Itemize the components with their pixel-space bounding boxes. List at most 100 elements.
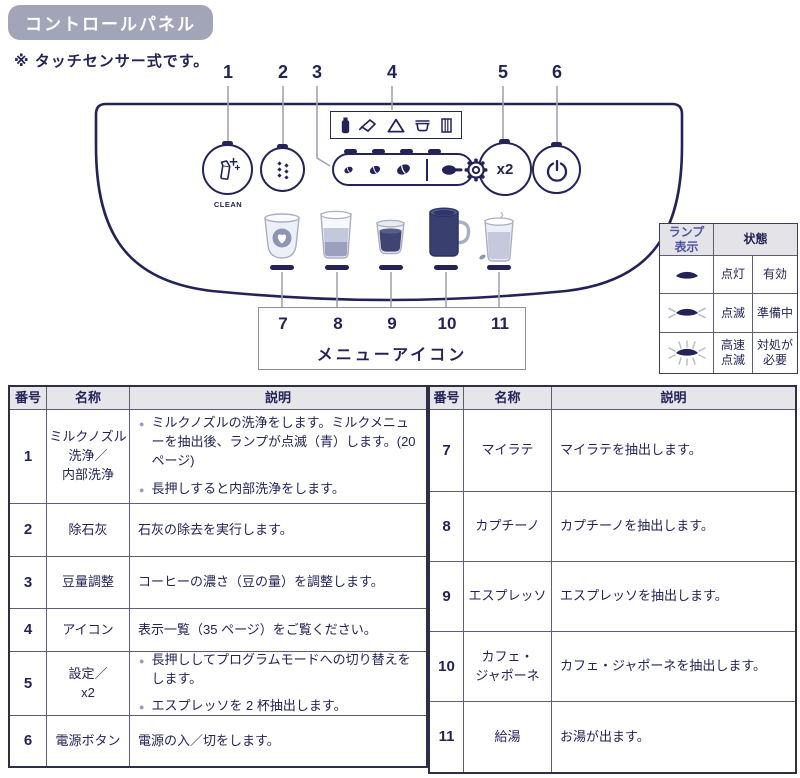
column-header: 番号 <box>430 387 464 410</box>
button1-lamp <box>222 141 233 146</box>
lamp-meaning-blink: 準備中 <box>753 294 797 333</box>
row-description-cell: 電源の入／切をします。 <box>130 716 426 766</box>
button5-lamp <box>499 139 510 144</box>
bean-level-lamp-2 <box>372 149 385 154</box>
cappuccino-cup-icon <box>320 210 352 259</box>
lamp-state-blink: 点滅 <box>714 294 753 333</box>
row-number-cell: 7 <box>430 410 464 492</box>
description-text: エスプレッソを 2 杯抽出します。 <box>138 697 418 715</box>
row-description-cell: カプチーノを抽出します。 <box>552 492 795 562</box>
description-text: 表示一覧（35 ページ）をご覧ください。 <box>138 621 377 637</box>
column-header: 名称 <box>464 387 552 410</box>
row-number-cell: 2 <box>10 504 47 557</box>
description-text: コーヒーの濃さ（豆の量）を調整します。 <box>138 574 384 590</box>
menu9-lamp <box>379 265 403 270</box>
menu11-lamp <box>487 265 511 270</box>
bean-small-icon <box>344 166 353 173</box>
row-description-cell: ミルクノズルの洗浄をします。ミルクメニューを抽出後、ランプが点滅（青）します。(… <box>130 410 426 504</box>
description-text: エスプレッソを抽出します。 <box>560 588 728 604</box>
row-description-cell: お湯が出ます。 <box>552 702 795 772</box>
callout-number-3: 3 <box>311 62 322 82</box>
bean-medium-icon <box>369 165 380 174</box>
menu-icons-box: 7 8 9 10 11 メニューアイコン <box>258 307 526 370</box>
settings-gear-icon <box>464 158 488 182</box>
row-number-cell: 5 <box>10 652 47 716</box>
bean-level-lamp-4 <box>428 149 441 154</box>
description-text: お湯が出ます。 <box>560 728 650 744</box>
hot-water-cup-icon <box>479 212 514 262</box>
menu10-lamp <box>434 265 458 270</box>
lamp-solid-icon <box>675 271 698 279</box>
lamp-state-lit: 点灯 <box>714 256 753 294</box>
descale-button <box>260 147 305 192</box>
column-header: 説明 <box>552 387 795 410</box>
bean-container-icon <box>440 117 452 133</box>
my-latte-cup-icon <box>264 213 300 259</box>
row-name-cell: エスプレッソ <box>464 562 552 632</box>
milk-clean-button <box>202 144 253 195</box>
lamp-fast-blink-icon <box>667 340 706 366</box>
row-number-cell: 10 <box>430 632 464 702</box>
espresso-cup-icon <box>376 219 405 255</box>
row-number-cell: 4 <box>10 609 47 652</box>
row-description-cell: コーヒーの濃さ（豆の量）を調整します。 <box>130 557 426 609</box>
menu8-lamp <box>325 265 349 270</box>
row-number-cell: 9 <box>430 562 464 632</box>
row-name-cell: マイラテ <box>464 410 552 492</box>
power-icon <box>546 159 567 182</box>
description-text: カフェ・ジャポーネを抽出します。 <box>560 658 767 674</box>
lamp-status-table: ランプ 表示 状態 点灯 有効 点滅 準備中 高速 点滅 対処が <box>659 223 798 374</box>
row-description-cell: 表示一覧（35 ページ）をご覧ください。 <box>130 609 426 652</box>
callout-number-10: 10 <box>437 314 457 333</box>
cafe-japone-mug-icon <box>429 207 471 257</box>
menu-icons-label: メニューアイコン <box>316 347 468 364</box>
column-header: 名称 <box>47 387 130 410</box>
drip-tray-icon <box>415 119 430 131</box>
bean-quantity-selector <box>332 153 474 186</box>
lamp-table-header-status: 状態 <box>714 224 797 256</box>
row-name-cell: カプチーノ <box>464 492 552 562</box>
callout-number-11: 11 <box>491 314 509 333</box>
lamp-state-fast-blink: 高速 点滅 <box>714 333 753 373</box>
row-number-cell: 1 <box>10 410 47 504</box>
row-name-cell: ミルクノズル 洗浄／ 内部洗浄 <box>47 410 130 504</box>
menu7-lamp <box>270 265 294 270</box>
touch-sensor-note: ※ タッチセンサー式です。 <box>14 53 210 70</box>
description-text: 石灰の除去を実行します。 <box>138 521 293 537</box>
row-name-cell: 豆量調整 <box>47 557 130 609</box>
callout-number-1: 1 <box>222 62 233 82</box>
row-number-cell: 11 <box>430 702 464 772</box>
panel-outline-and-callout-lines <box>94 86 684 312</box>
warning-icon <box>387 118 404 132</box>
page-title: コントロールパネル <box>8 5 213 40</box>
row-name-cell: 給湯 <box>464 702 552 772</box>
clean-label: CLEAN <box>213 200 243 209</box>
power-button <box>532 145 581 194</box>
description-text: 長押ししてプログラムモードへの切り替えをします。 <box>138 652 418 688</box>
callout-number-5: 5 <box>497 62 508 82</box>
callout-number-9: 9 <box>387 314 397 333</box>
description-text: 長押しすると内部洗浄をします。 <box>138 480 418 499</box>
bean-large-icon <box>397 164 410 175</box>
callout-number-6: 6 <box>551 62 562 82</box>
callout-number-2: 2 <box>277 62 288 82</box>
row-description-cell: マイラテを抽出します。 <box>552 410 795 492</box>
button6-lamp <box>551 142 562 147</box>
column-header: 説明 <box>130 387 426 410</box>
description-text: マイラテを抽出します。 <box>560 442 702 458</box>
column-header: 番号 <box>10 387 47 410</box>
descale-icon <box>276 161 289 179</box>
row-number-cell: 3 <box>10 557 47 609</box>
description-text: カプチーノを抽出します。 <box>560 518 714 534</box>
lamp-table-header-lamp: ランプ 表示 <box>660 224 714 256</box>
row-name-cell: 除石灰 <box>47 504 130 557</box>
lamp-fast-blink-cell <box>660 333 714 373</box>
row-name-cell: カフェ・ ジャポーネ <box>464 632 552 702</box>
lamp-blink-cell <box>660 294 714 333</box>
lamp-blink-icon <box>667 307 706 319</box>
lamp-meaning-fast-blink: 対処が 必要 <box>756 338 793 367</box>
row-name-cell: 電源ボタン <box>47 716 130 766</box>
callout-number-4: 4 <box>386 62 397 82</box>
row-description-cell: 石灰の除去を実行します。 <box>130 504 426 557</box>
